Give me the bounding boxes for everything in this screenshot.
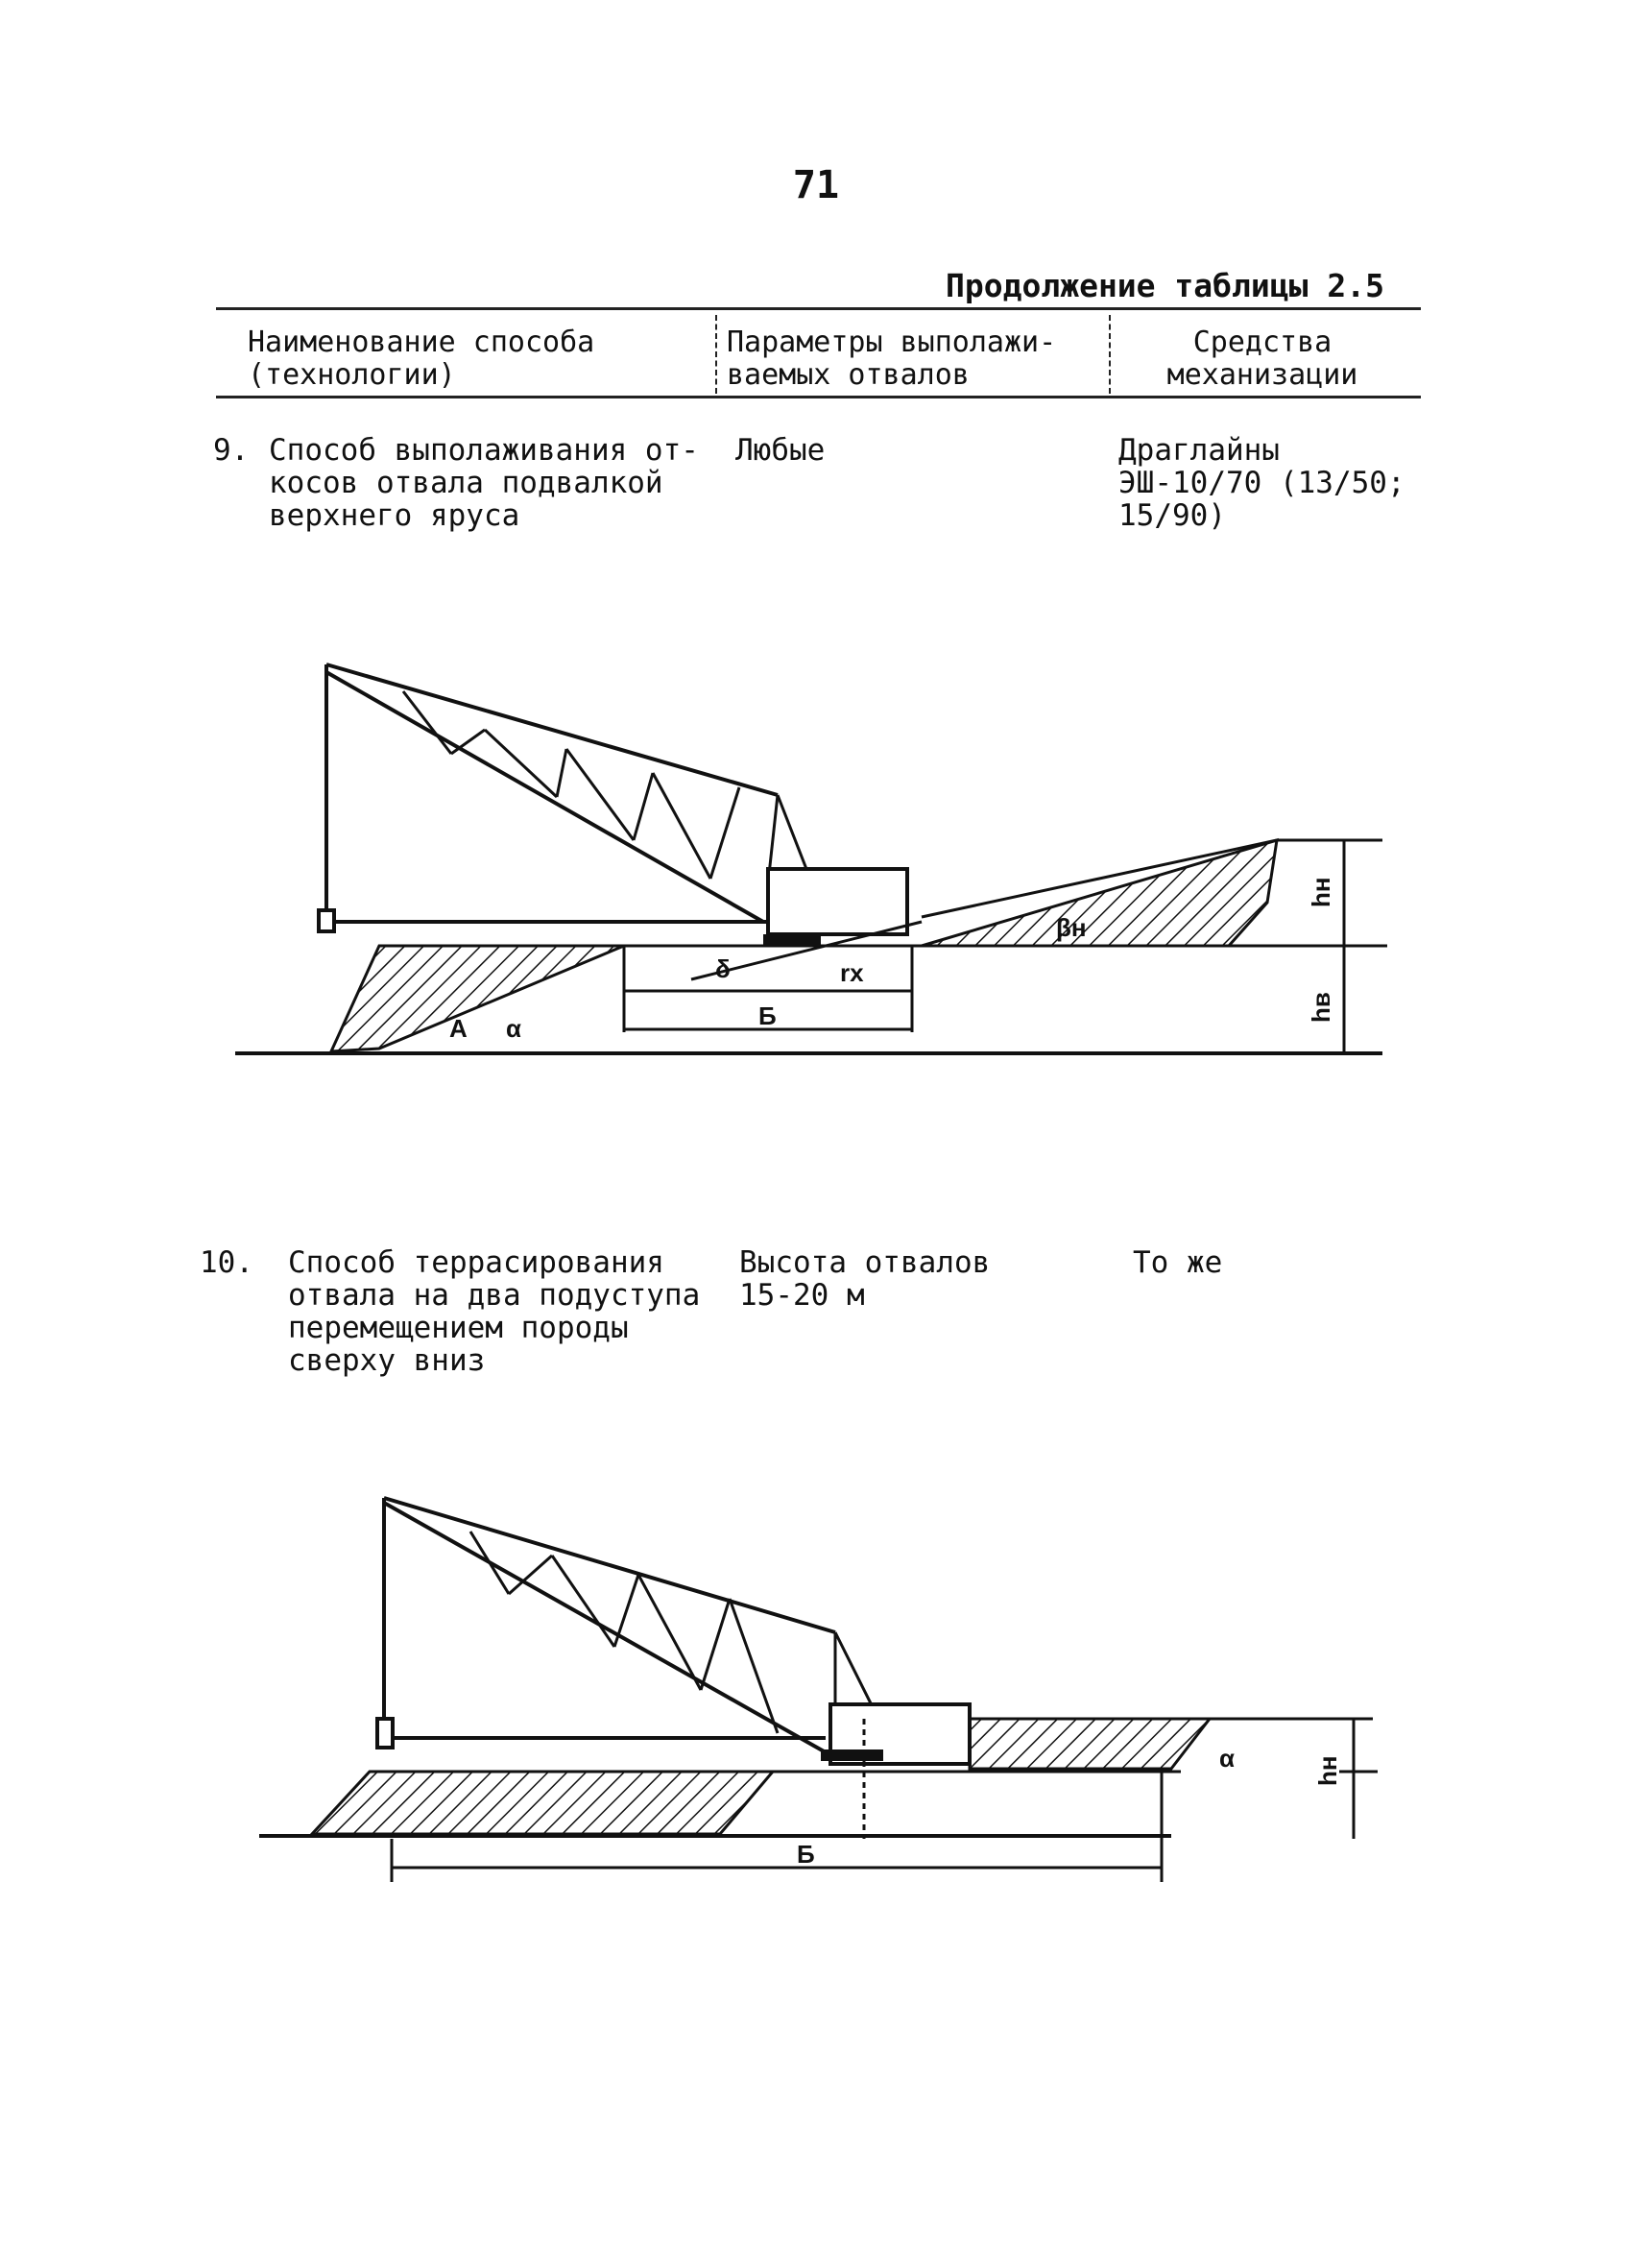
- row-equipment: Драглайны ЭШ-10/70 (13/50; 15/90): [1118, 433, 1405, 533]
- label-A: А: [449, 1014, 468, 1043]
- label-beta-n: βн: [1056, 913, 1087, 942]
- dimension-heights: [1325, 840, 1387, 1053]
- working-platform: [622, 920, 1344, 1032]
- row-method: Способ террасирования отвала на два поду…: [288, 1245, 701, 1378]
- column-header-params: Параметры выполажи- ваемых отвалов: [727, 326, 1057, 392]
- dragline-mast: [375, 1496, 836, 1754]
- label-B: Б: [797, 1840, 815, 1869]
- page-number: 71: [792, 163, 840, 207]
- row-method: Способ выполаживания от- косов отвала по…: [269, 433, 699, 533]
- table-top-rule: [216, 307, 1421, 310]
- lower-terrace-hatched: [308, 1770, 1181, 1836]
- dragline-cab: [821, 1702, 972, 1766]
- column-separator: [1109, 315, 1111, 394]
- row-equipment: То же: [1133, 1245, 1223, 1280]
- label-h-v: hв: [1307, 992, 1335, 1023]
- dragline-mast: [317, 663, 779, 933]
- label-h-n: hн: [1307, 877, 1335, 907]
- row-number: 10.: [200, 1245, 253, 1280]
- dimension-lines: [390, 1719, 1378, 1882]
- label-alpha: α: [506, 1014, 521, 1043]
- table-continuation-label: Продолжение таблицы 2.5: [946, 267, 1384, 304]
- dragline-cab: [763, 867, 909, 946]
- column-header-equipment: Средства механизации: [1166, 326, 1358, 392]
- label-delta: δ: [715, 954, 731, 983]
- label-alpha: α: [1219, 1744, 1235, 1773]
- figure1-labels: βн hн hв δ rх Б А α: [449, 877, 1335, 1043]
- column-header-method: Наименование способа (технологии): [248, 326, 595, 392]
- row-params: Любые: [735, 433, 826, 468]
- figure2-labels: Б hн α: [797, 1744, 1342, 1869]
- upper-terrace-hatched: [968, 1717, 1373, 1771]
- table-header-rule: [216, 396, 1421, 398]
- lower-dump-hatched: [328, 944, 625, 1053]
- column-separator: [715, 315, 717, 394]
- label-h-n: hн: [1313, 1755, 1342, 1786]
- row-number: 9.: [213, 433, 250, 468]
- row-params: Высота отвалов 15-20 м: [739, 1245, 991, 1313]
- label-B: Б: [758, 1001, 777, 1030]
- label-r-x: rх: [840, 958, 864, 987]
- boom-truss: [468, 1531, 880, 1734]
